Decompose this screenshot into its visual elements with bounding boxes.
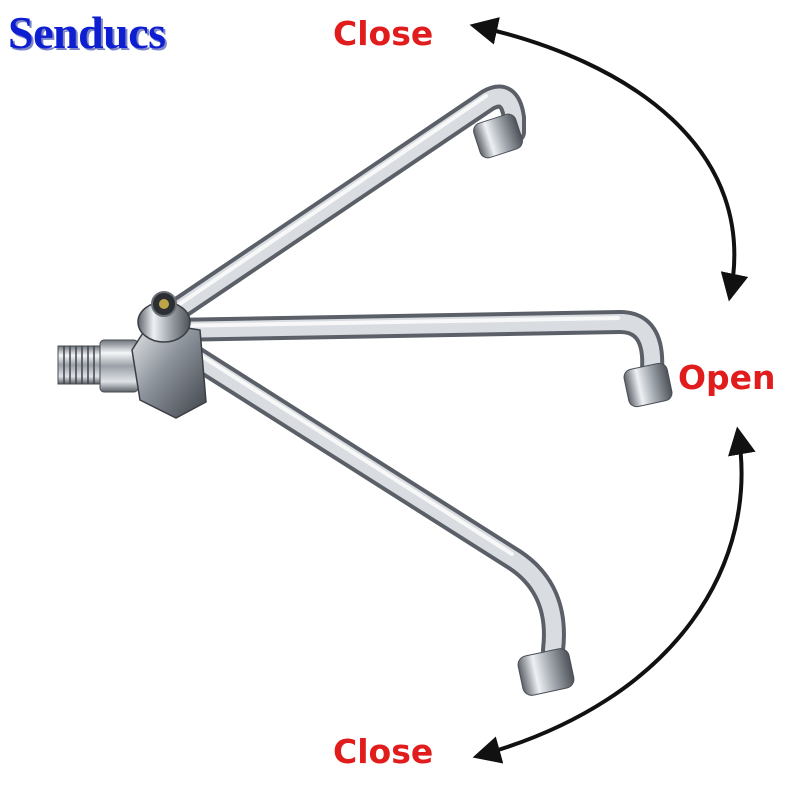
label-close-top: Close (333, 14, 434, 53)
label-close-bottom: Close (333, 732, 434, 771)
rotation-arrow-bottom (472, 426, 756, 764)
spout-arm-lower (156, 328, 575, 696)
threaded-inlet (57, 339, 139, 393)
brand-logo: Senducs (8, 7, 166, 58)
rotation-arrow-top (469, 17, 749, 302)
aerator-tip-lower (517, 648, 575, 696)
valve-body (131, 291, 207, 419)
spout-arm-upper (153, 84, 526, 330)
label-open: Open (678, 358, 776, 397)
spout-arm-middle (158, 310, 673, 408)
aerator-tip-middle (623, 362, 673, 408)
